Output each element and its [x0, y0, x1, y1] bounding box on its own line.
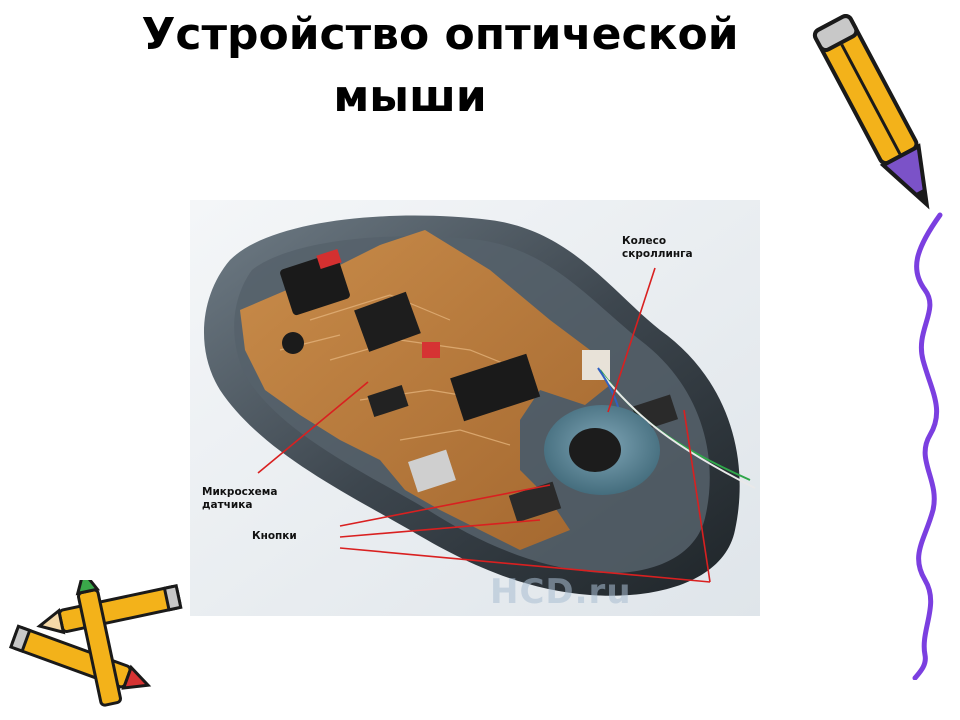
label-buttons: Кнопки [252, 530, 297, 543]
scroll-wheel-axle [569, 428, 621, 472]
pencil-icon [808, 2, 948, 232]
squiggle-line [895, 210, 955, 680]
title-line-2: мыши [60, 66, 820, 128]
title-line-1: Устройство оптической [141, 9, 738, 60]
capacitor [282, 332, 304, 354]
slide-title: Устройство оптической мыши [60, 4, 820, 128]
mouse-illustration [190, 200, 760, 616]
label-sensor-chip: Микросхема датчика [202, 486, 277, 512]
wire-connector [582, 350, 610, 380]
mouse-photo: Колесо скроллинга Микросхема датчика Кно… [190, 200, 760, 616]
watermark: HCD.ru [490, 572, 632, 612]
red-component [422, 342, 440, 358]
crossed-pencils-icon [0, 580, 200, 720]
label-scroll-wheel: Колесо скроллинга [622, 235, 693, 261]
